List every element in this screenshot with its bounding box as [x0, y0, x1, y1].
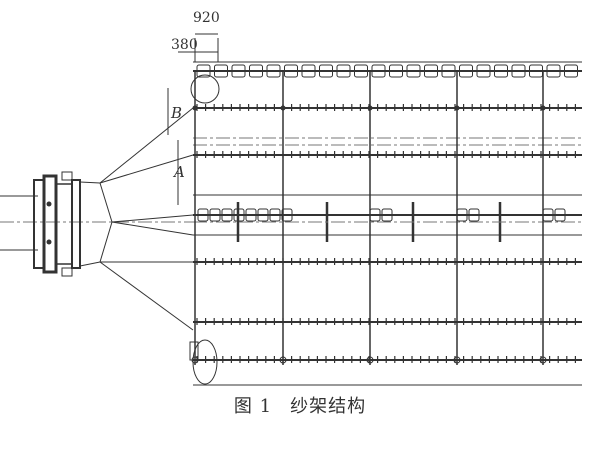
bobbin-holder: [476, 64, 491, 78]
dimension-920: 920: [193, 10, 220, 26]
post-joint: [280, 105, 286, 111]
post-foot: [453, 356, 461, 364]
bobbin-holder: [511, 64, 526, 78]
figure-caption: 图 1 纱架结构: [0, 392, 600, 418]
flange-lug-top: [61, 171, 73, 181]
bobbin-holder: [441, 64, 456, 78]
post-joint: [192, 105, 198, 111]
bobbin-holder: [196, 64, 211, 78]
post-joint: [454, 105, 460, 111]
bobbin-holder: [269, 208, 281, 222]
bobbin-holder: [284, 64, 298, 78]
dimension-annotations: [178, 33, 219, 62]
detail-circle-bottom: [192, 339, 218, 385]
caption-title: 纱架结构: [290, 396, 367, 417]
bobbin-holder: [354, 64, 368, 78]
post-foot: [366, 356, 374, 364]
guide-line: [111, 214, 194, 223]
flange-right: [71, 179, 81, 269]
bobbin-holder: [257, 208, 269, 222]
bobbin-holder: [301, 64, 316, 78]
bobbin-holder: [564, 64, 578, 78]
guide-line: [99, 182, 113, 223]
caption-number: 图 1: [233, 396, 273, 417]
guide-line: [99, 107, 194, 184]
bobbin-holder: [371, 64, 386, 78]
bobbin-holder: [424, 64, 438, 78]
flange-bolt: [46, 201, 52, 207]
flange-lug-bottom: [61, 267, 73, 277]
bobbin-holder: [319, 64, 333, 78]
bobbin-holder: [214, 64, 228, 78]
bobbin-holder: [281, 208, 293, 222]
creel-drawing: 380 920 B A: [0, 10, 582, 386]
bobbin-holder: [546, 64, 561, 78]
creel-structure: [0, 61, 582, 386]
guide-line: [99, 154, 194, 184]
flange-hub: [55, 183, 73, 265]
bobbin-holder: [389, 64, 403, 78]
bobbin-holder: [231, 64, 246, 78]
bobbin-holder: [245, 208, 257, 222]
bobbin-holder: [266, 64, 281, 78]
flange-taper: [79, 261, 101, 267]
bobbin-holder: [336, 64, 351, 78]
bottom-bracket: [189, 341, 199, 361]
bobbin-holder: [468, 208, 480, 222]
flange-body: [42, 174, 58, 274]
guide-line: [99, 221, 113, 263]
post-joint: [367, 105, 373, 111]
bobbin-holder: [221, 208, 233, 222]
bobbin-holder: [197, 208, 209, 222]
flange-taper: [79, 181, 101, 184]
bobbin-holder: [459, 64, 473, 78]
post-foot: [279, 356, 287, 364]
label-b: B: [170, 104, 182, 122]
bobbin-holder: [494, 64, 508, 78]
guide-line: [99, 261, 194, 331]
dimension-380: 380: [171, 37, 198, 53]
bobbin-holder: [249, 64, 263, 78]
bobbin-holder: [209, 208, 221, 222]
guide-line: [111, 221, 194, 236]
bobbin-holder: [554, 208, 566, 222]
post-foot: [539, 356, 547, 364]
bobbin-holder: [381, 208, 393, 222]
detail-circle-top: [190, 74, 220, 104]
post-joint: [540, 105, 546, 111]
bobbin-holder: [406, 64, 421, 78]
flange-bolt: [46, 239, 52, 245]
